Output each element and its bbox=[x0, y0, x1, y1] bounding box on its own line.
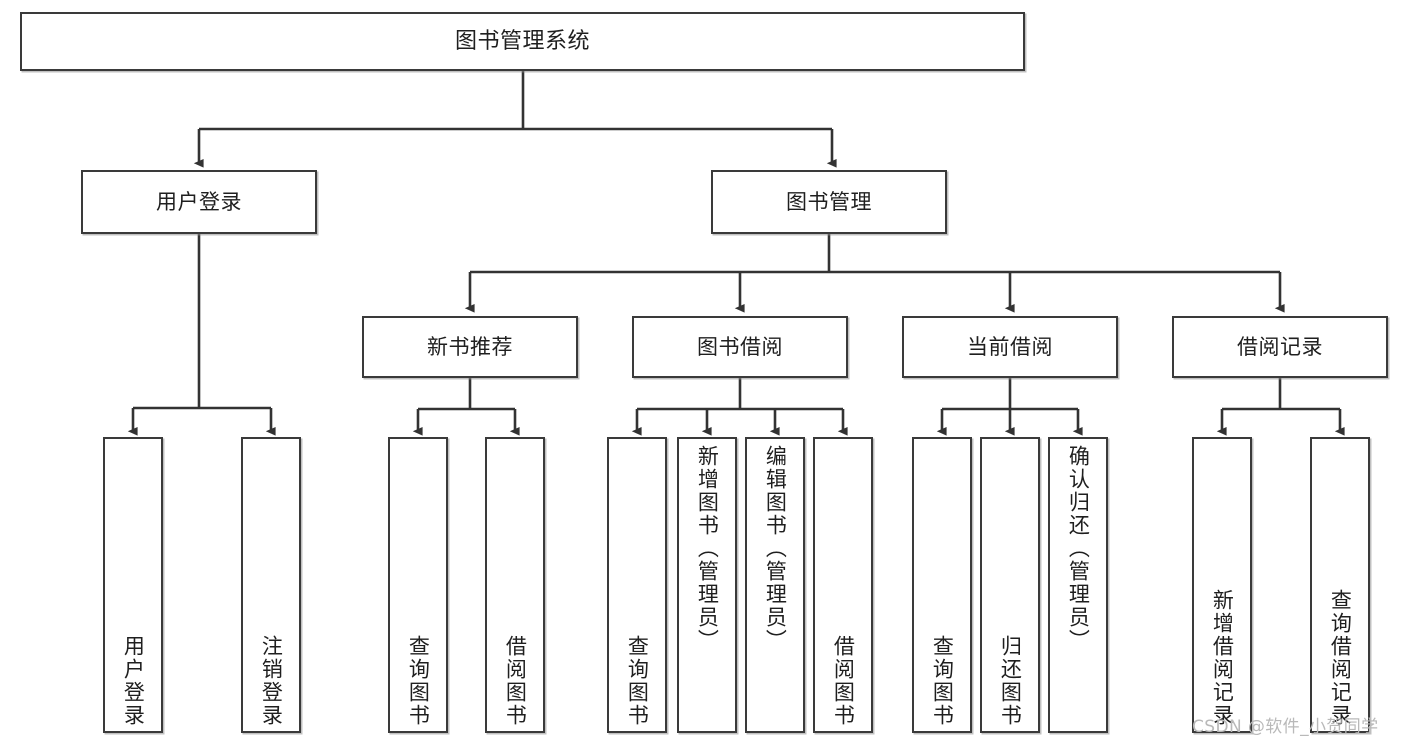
node-book-borrowing[interactable]: 图书借阅 bbox=[632, 316, 848, 378]
node-new-book-recommendation[interactable]: 新书推荐 bbox=[362, 316, 578, 378]
node-label: 图书管理 bbox=[786, 189, 872, 214]
leaf-book-borrow-borrow-book[interactable]: 借阅图书 bbox=[813, 437, 873, 733]
node-label: 借阅图书 bbox=[503, 635, 528, 727]
node-label: 用户登录 bbox=[156, 189, 242, 214]
node-root-book-management-system[interactable]: 图书管理系统 bbox=[20, 12, 1025, 71]
leaf-user-login-login[interactable]: 用户登录 bbox=[103, 437, 163, 733]
leaf-book-borrow-query-book[interactable]: 查询图书 bbox=[607, 437, 667, 733]
leaf-current-borrow-query-book[interactable]: 查询图书 bbox=[912, 437, 972, 733]
leaf-new-book-query-book[interactable]: 查询图书 bbox=[388, 437, 448, 733]
node-label: 新增借阅记录 bbox=[1210, 589, 1235, 727]
node-label: 查询图书 bbox=[406, 635, 431, 727]
node-label: 查询图书 bbox=[625, 635, 650, 727]
node-label: 当前借阅 bbox=[967, 334, 1053, 359]
node-label: 图书管理系统 bbox=[454, 28, 590, 54]
node-label: 新增图书（管理员） bbox=[695, 445, 720, 652]
node-borrow-records[interactable]: 借阅记录 bbox=[1172, 316, 1388, 378]
leaf-current-borrow-return-book[interactable]: 归还图书 bbox=[980, 437, 1040, 733]
node-label: 借阅记录 bbox=[1237, 334, 1323, 359]
leaf-current-borrow-confirm-return-admin[interactable]: 确认归还（管理员） bbox=[1048, 437, 1108, 733]
csdn-watermark: CSDN @软件_小贺同学 bbox=[1192, 717, 1379, 737]
node-label: 编辑图书（管理员） bbox=[763, 445, 788, 652]
node-label: 确认归还（管理员） bbox=[1066, 445, 1091, 652]
leaf-borrow-record-add-record[interactable]: 新增借阅记录 bbox=[1192, 437, 1252, 733]
node-label: 用户登录 bbox=[121, 635, 146, 727]
node-book-management[interactable]: 图书管理 bbox=[711, 170, 947, 234]
node-label: 归还图书 bbox=[998, 635, 1023, 727]
node-label: 查询借阅记录 bbox=[1328, 589, 1353, 727]
node-label: 借阅图书 bbox=[831, 635, 856, 727]
node-label: 新书推荐 bbox=[427, 334, 513, 359]
node-label: 注销登录 bbox=[259, 635, 284, 727]
node-user-login[interactable]: 用户登录 bbox=[81, 170, 317, 234]
node-label: 查询图书 bbox=[930, 635, 955, 727]
node-label: 图书借阅 bbox=[697, 334, 783, 359]
leaf-new-book-borrow-book[interactable]: 借阅图书 bbox=[485, 437, 545, 733]
leaf-user-login-logout[interactable]: 注销登录 bbox=[241, 437, 301, 733]
leaf-book-borrow-edit-book-admin[interactable]: 编辑图书（管理员） bbox=[745, 437, 805, 733]
node-current-borrowing[interactable]: 当前借阅 bbox=[902, 316, 1118, 378]
leaf-borrow-record-query-record[interactable]: 查询借阅记录 bbox=[1310, 437, 1370, 733]
leaf-book-borrow-add-book-admin[interactable]: 新增图书（管理员） bbox=[677, 437, 737, 733]
